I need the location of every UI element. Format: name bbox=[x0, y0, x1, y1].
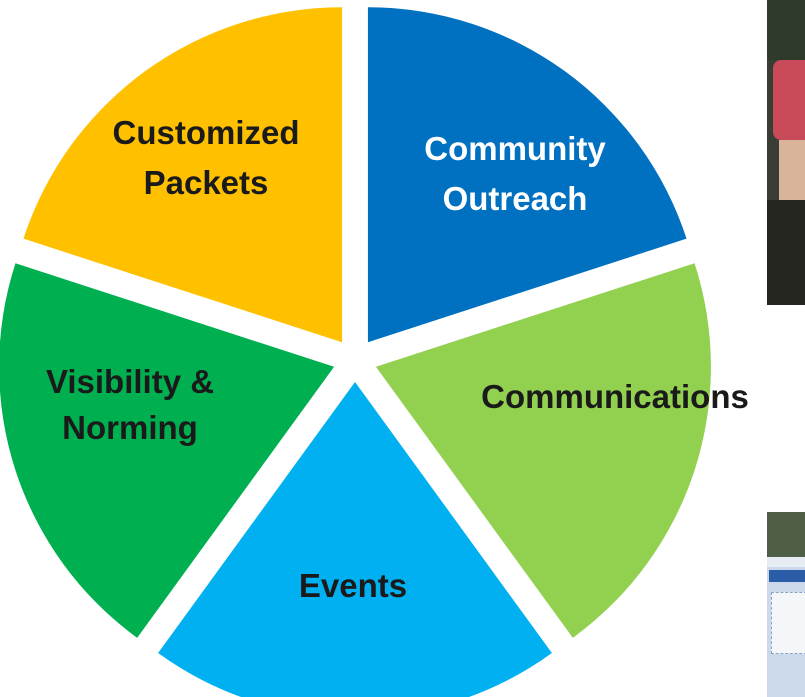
wedge-events bbox=[158, 382, 552, 697]
label-events: Events bbox=[299, 567, 407, 604]
wedge-communications bbox=[375, 263, 711, 638]
person-photo-icon bbox=[767, 0, 805, 305]
wedge-customized-packets bbox=[23, 7, 343, 343]
wedge-visibility-norming bbox=[0, 263, 335, 638]
wedge-community-outreach bbox=[367, 7, 687, 343]
label-visibility-norming: Visibility &Norming bbox=[46, 363, 214, 446]
flyer-photo-icon bbox=[767, 512, 805, 697]
label-communications: Communications bbox=[481, 378, 749, 415]
